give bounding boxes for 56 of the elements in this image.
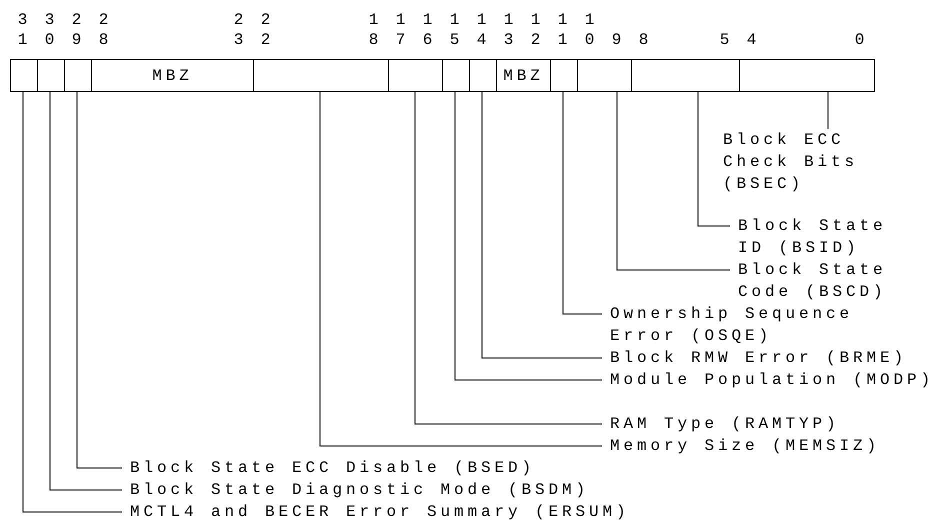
leader-line xyxy=(698,92,730,226)
register-field xyxy=(577,59,632,92)
bit-number: 28 xyxy=(98,10,110,50)
register-field xyxy=(10,59,38,92)
bit-number: 0 xyxy=(854,30,866,50)
leader-line xyxy=(76,92,122,468)
bit-number: 13 xyxy=(502,10,514,50)
register-field xyxy=(253,59,389,92)
bit-number: 9 xyxy=(610,30,622,50)
bit-number: 5 xyxy=(718,30,730,50)
register-field xyxy=(550,59,578,92)
leader-line xyxy=(562,92,602,314)
field-label: MBZ xyxy=(152,66,193,84)
leader-line xyxy=(320,92,602,446)
bit-number: 10 xyxy=(584,10,596,50)
field-description: Block State ECC Disable (BSED) xyxy=(122,457,642,479)
bit-number: 15 xyxy=(448,10,460,50)
leader-line xyxy=(454,92,602,380)
bit-number: 8 xyxy=(638,30,650,50)
field-description: MCTL4 and BECER Error Summary (ERSUM) xyxy=(122,501,682,523)
bit-number: 14 xyxy=(476,10,488,50)
bit-number: 31 xyxy=(16,10,28,50)
bit-number: 22 xyxy=(260,10,272,50)
field-description: Module Population (MODP) xyxy=(602,369,942,391)
register-field xyxy=(739,59,875,92)
bit-number: 4 xyxy=(746,30,758,50)
field-description: Ownership Sequence Error (OSQE) xyxy=(602,303,902,347)
leader-line xyxy=(50,92,122,490)
register-field xyxy=(91,59,254,92)
leader-line xyxy=(22,92,122,512)
field-label: MBZ xyxy=(503,66,544,84)
bit-number: 29 xyxy=(70,10,82,50)
register-field xyxy=(469,59,497,92)
bit-number: 11 xyxy=(556,10,568,50)
bit-number: 30 xyxy=(44,10,56,50)
register-field xyxy=(37,59,65,92)
bit-number: 23 xyxy=(232,10,244,50)
field-description: Block State Diagnostic Mode (BSDM) xyxy=(122,479,642,501)
register-field xyxy=(388,59,443,92)
register-field xyxy=(64,59,92,92)
register-field xyxy=(496,59,551,92)
bit-number: 17 xyxy=(394,10,406,50)
bit-number: 18 xyxy=(368,10,380,50)
field-description: Block State ID (BSID) xyxy=(730,215,905,259)
leader-line xyxy=(482,92,602,358)
field-description: Block State Code (BSCD) xyxy=(730,259,905,303)
register-field xyxy=(442,59,470,92)
bit-number: 12 xyxy=(530,10,542,50)
field-description: Block RMW Error (BRME) xyxy=(602,347,942,369)
field-description: Memory Size (MEMSIZ) xyxy=(602,435,942,457)
bit-number: 16 xyxy=(422,10,434,50)
leader-line xyxy=(616,92,730,270)
leader-line xyxy=(414,92,602,424)
field-description: RAM Type (RAMTYP) xyxy=(602,413,942,435)
register-field xyxy=(631,59,740,92)
field-description: Block ECC Check Bits (BSEC) xyxy=(715,129,890,195)
